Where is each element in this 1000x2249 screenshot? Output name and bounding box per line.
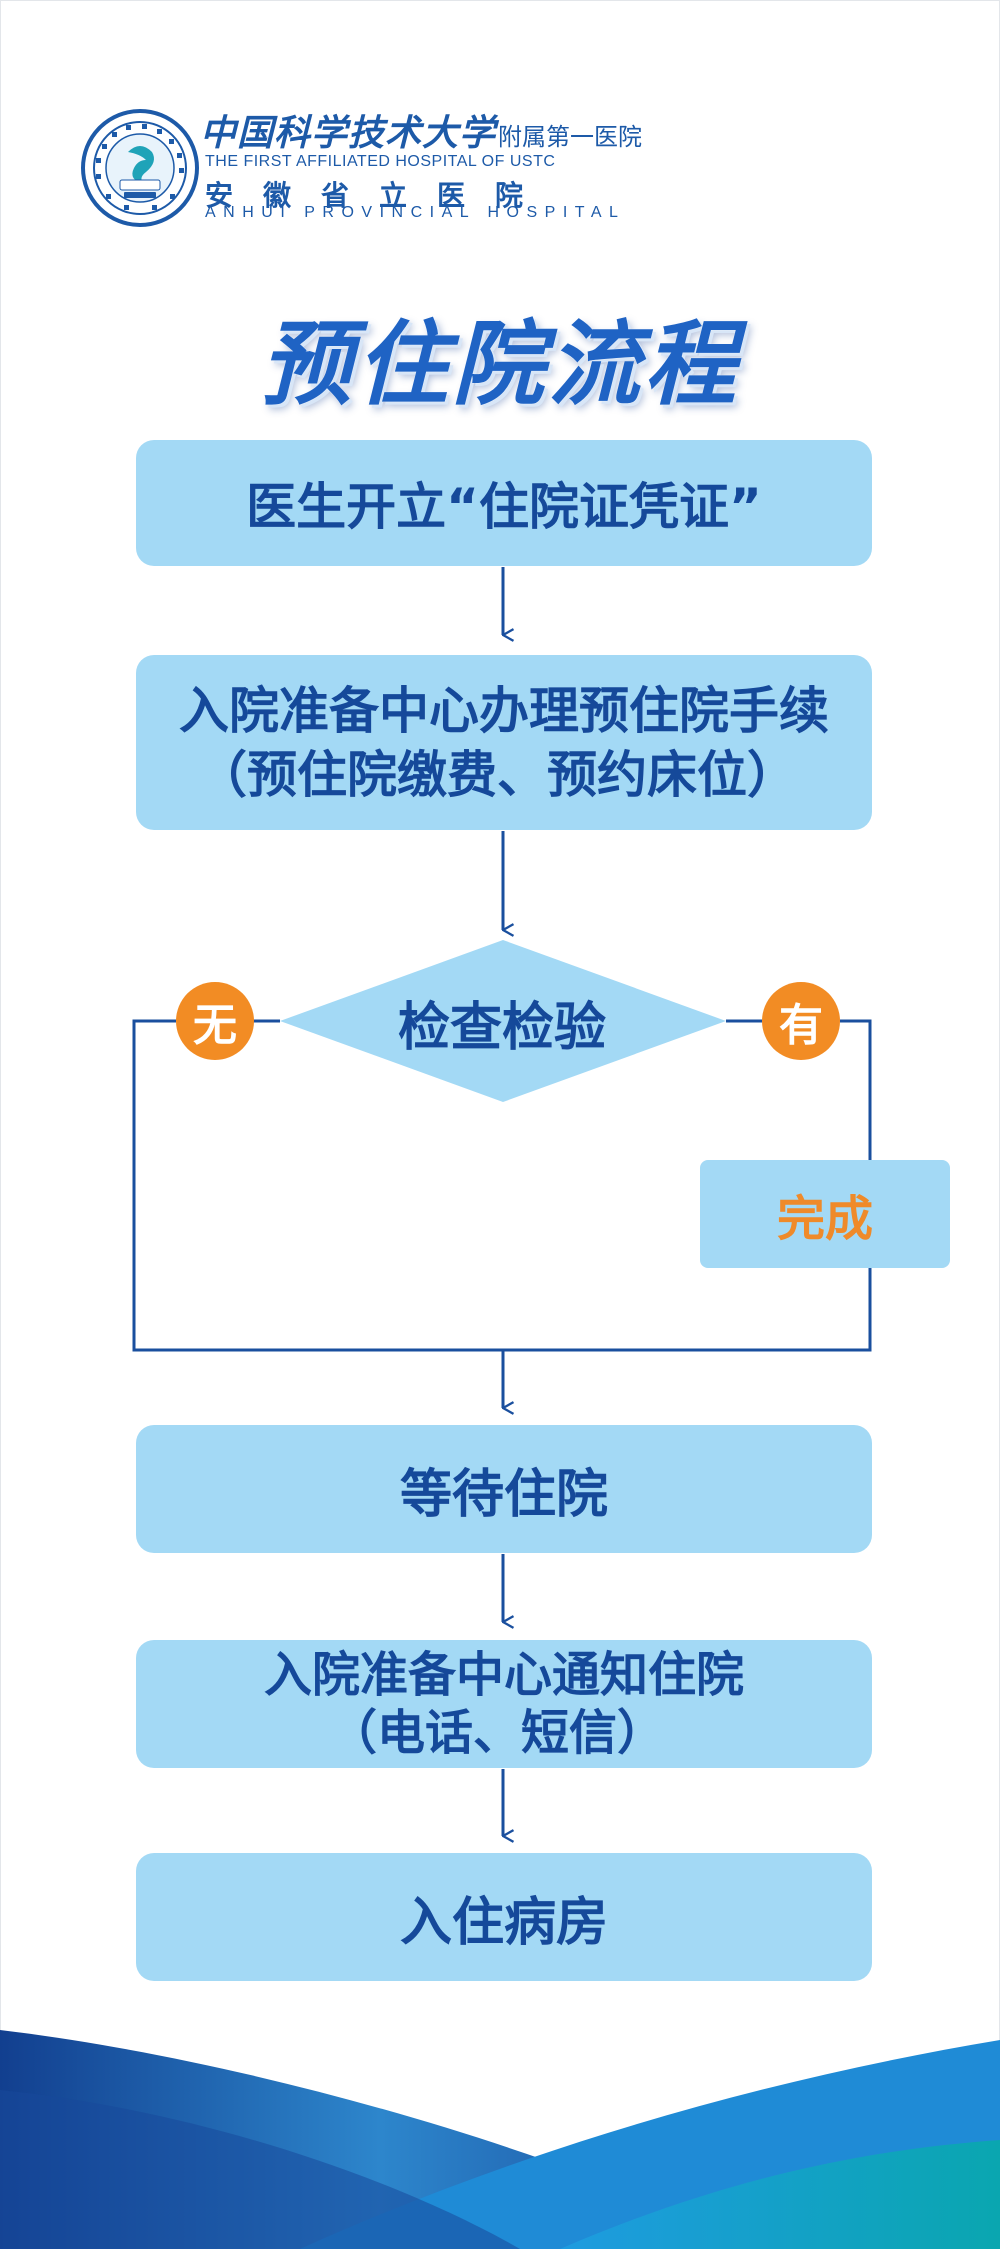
step4-line1: 入院准备中心通知住院 xyxy=(263,1647,744,1703)
complete-box: 完成 xyxy=(700,1160,950,1268)
step-enter-ward: 入住病房 xyxy=(136,1853,872,1981)
step1-text: 医生开立“住院证凭证” xyxy=(246,478,762,536)
step2-line1: 入院准备中心办理预住院手续 xyxy=(179,681,829,740)
yes-branch-line xyxy=(840,1019,872,1160)
step-wait-admission: 等待住院 xyxy=(136,1425,872,1553)
university-name: 中国科学技术大学附属第一医院 xyxy=(200,110,642,156)
step3-text: 等待住院 xyxy=(399,1464,608,1525)
hospital-name-en: ANHUI PROVINCIAL HOSPITAL xyxy=(205,204,626,221)
decision-label: 检查检验 xyxy=(397,997,606,1058)
step5-text: 入住病房 xyxy=(399,1892,608,1953)
step-doctor-issue-certificate: 医生开立“住院证凭证” xyxy=(136,440,872,566)
step-notify-admission: 入院准备中心通知住院 （电话、短信） xyxy=(136,1640,872,1768)
hospital-name-cn: 安徽省立医院 xyxy=(205,179,554,212)
no-badge: 无 xyxy=(176,982,254,1060)
decision-diamond xyxy=(280,940,726,1102)
yes-badge: 有 xyxy=(762,982,840,1060)
hospital-name-en-full: THE FIRST AFFILIATED HOSPITAL OF USTC xyxy=(205,153,556,170)
hospital-logo xyxy=(80,108,200,228)
page-title: 预住院流程 xyxy=(259,311,740,418)
loop-line xyxy=(132,1019,872,1352)
hospital-seal-icon xyxy=(81,109,199,227)
step4-line2: （电话、短信） xyxy=(328,1705,665,1761)
university-name-cn: 中国科学技术大学 xyxy=(200,112,497,154)
step2-line2: （预住院缴费、预约床位） xyxy=(197,745,797,804)
hospital-dept-cn: 附属第一医院 xyxy=(498,124,643,151)
step-pre-admission-procedures: 入院准备中心办理预住院手续 （预住院缴费、预约床位） xyxy=(136,655,872,830)
bottom-waves xyxy=(0,2030,1000,2249)
